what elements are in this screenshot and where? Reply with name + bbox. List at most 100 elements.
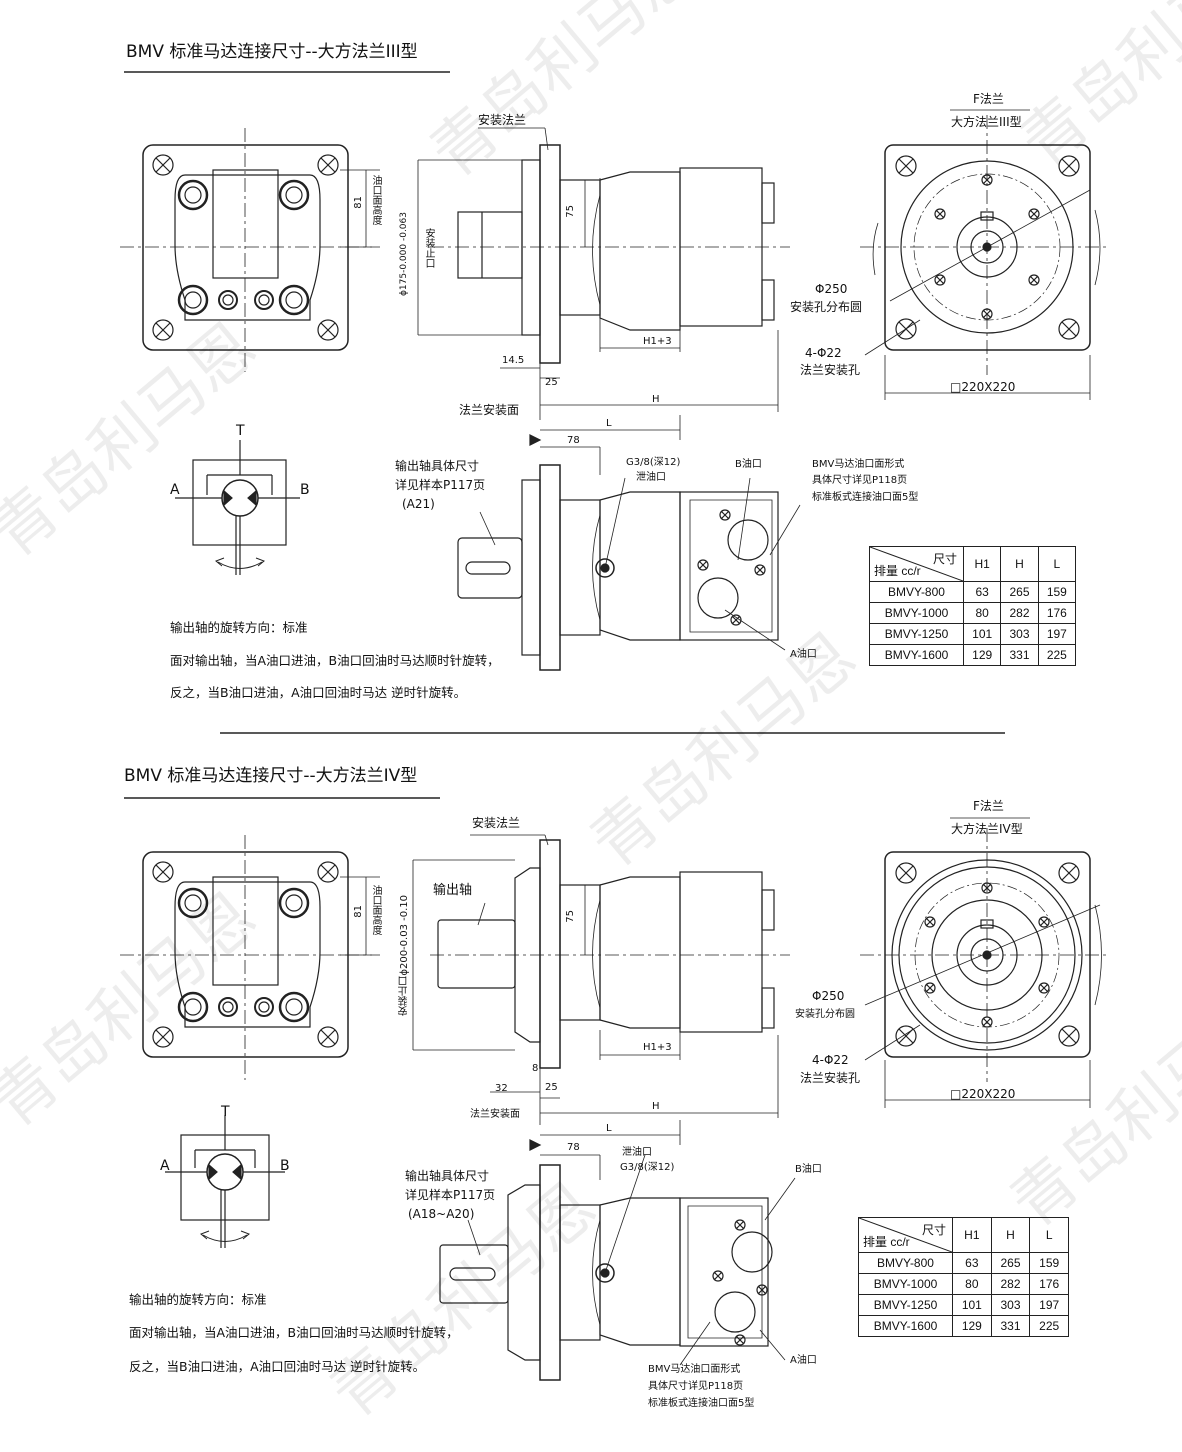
flange-type-label: 大方法兰IV型 — [951, 822, 1023, 836]
a-port-label: A油口 — [790, 649, 817, 660]
output-shaft-label: 输出轴 — [433, 883, 473, 898]
bolt-circle-label: 安装孔分布圆 — [790, 300, 863, 314]
diagonal-line — [870, 547, 963, 581]
rotation-note-3: 反之，当B油口进油，A油口回油时马达 逆时针旋转。 — [129, 1359, 426, 1374]
f-flange-label: F法兰 — [973, 92, 1004, 106]
header-disp: 排量 cc/r — [863, 1235, 910, 1249]
col-header: H1 — [952, 1217, 992, 1253]
side-view-1 — [417, 127, 790, 448]
dim-8: 8 — [532, 1063, 539, 1074]
table-row: BMVY-1250 101 303 197 — [869, 623, 1077, 645]
model: BMVY-1250 — [869, 623, 964, 645]
dim-81: 81 — [353, 196, 364, 209]
holes-desc: 法兰安装孔 — [800, 1071, 861, 1085]
cell: 101 — [952, 1294, 992, 1316]
drain-port-label: 泄油口 — [636, 472, 666, 483]
hydraulic-symbol-2 — [165, 1115, 285, 1248]
rotation-note-2: 面对输出轴，当A油口进油，B油口回油时马达顺时针旋转， — [170, 653, 500, 668]
model: BMVY-1600 — [869, 644, 964, 666]
cell: 303 — [1000, 623, 1039, 645]
cell: 331 — [990, 1315, 1031, 1337]
holes-desc: 法兰安装孔 — [800, 363, 861, 377]
phi250-label: Φ250 — [815, 282, 848, 296]
dim-L: L — [606, 1123, 612, 1134]
table-corner-header: 尺寸 排量 cc/r — [858, 1217, 953, 1253]
cell: 225 — [1037, 644, 1077, 666]
dim-L: L — [606, 418, 612, 429]
cell: 80 — [962, 602, 1002, 624]
rotation-note-1: 输出轴的旋转方向：标准 — [170, 620, 308, 635]
table-corner-header: 尺寸 排量 cc/r — [869, 546, 964, 582]
dim-14-5: 14.5 — [502, 355, 525, 366]
square-dim: □220X220 — [950, 380, 1016, 394]
mounting-flange-label: 安装法兰 — [478, 113, 527, 127]
b-port-label: B油口 — [735, 459, 762, 470]
rotation-note-1: 输出轴的旋转方向：标准 — [129, 1292, 267, 1307]
lower-view-1 — [457, 447, 801, 671]
diagonal-line — [859, 1218, 952, 1252]
port-note-3: 标准板式连接油口面5型 — [648, 1398, 755, 1409]
cell: 176 — [1029, 1273, 1069, 1295]
dim-h1: H1+3 — [643, 336, 672, 347]
shaft-note-1: 输出轴具体尺寸 — [395, 459, 480, 473]
dim-81: 81 — [353, 905, 364, 918]
port-note-1: BMV马达油口面形式 — [648, 1364, 741, 1375]
cell: 159 — [1037, 581, 1077, 603]
cell: 331 — [1000, 644, 1039, 666]
col-header: H1 — [962, 546, 1002, 582]
holes-label: 4-Φ22 — [812, 1053, 849, 1067]
flange-face-label: 法兰安装面 — [459, 403, 520, 417]
dim-175: ϕ175-0.000 -0.063 — [399, 212, 409, 297]
cell: 129 — [962, 644, 1002, 666]
cell: 63 — [962, 581, 1002, 603]
cell: 63 — [952, 1252, 992, 1274]
symbol-B: B — [280, 1158, 290, 1174]
dim-H: H — [652, 1101, 660, 1112]
drain-port-label: 泄油口 — [622, 1147, 652, 1158]
spec-table: 尺寸 排量 cc/r H1 H L BMVY-800 63 265 159 BM… — [869, 546, 1077, 666]
symbol-B: B — [300, 482, 310, 498]
shaft-note-1: 输出轴具体尺寸 — [405, 1169, 490, 1183]
port-note-2: 具体尺寸详见P118页 — [648, 1381, 744, 1392]
rotation-note-3: 反之，当B油口进油，A油口回油时马达 逆时针旋转。 — [170, 685, 467, 700]
flange-view-1 — [860, 109, 1110, 400]
header-dim: 尺寸 — [932, 552, 957, 566]
flange-type-label: 大方法兰III型 — [951, 115, 1022, 129]
cell: 101 — [962, 623, 1002, 645]
cell: 282 — [1000, 602, 1039, 624]
lower-view-2 — [439, 1154, 796, 1381]
b-port-label: B油口 — [795, 1164, 822, 1175]
model: BMVY-800 — [869, 581, 964, 603]
dim-25: 25 — [545, 377, 558, 388]
shaft-note-2: 详见样本P117页 — [405, 1188, 496, 1202]
model: BMVY-1000 — [858, 1273, 953, 1295]
oil-port-height-label: 油口面高度 — [370, 175, 381, 225]
rotation-note-2: 面对输出轴，当A油口进油，B油口回油时马达顺时针旋转， — [129, 1325, 459, 1340]
flange-view-2 — [860, 817, 1110, 1108]
col-header: L — [1037, 546, 1077, 582]
dim-75: 75 — [565, 910, 576, 923]
mounting-flange-label: 安装法兰 — [472, 816, 521, 830]
dim-75: 75 — [565, 205, 576, 218]
model: BMVY-1250 — [858, 1294, 953, 1316]
cell: 197 — [1029, 1294, 1069, 1316]
model: BMVY-800 — [858, 1252, 953, 1274]
spec-table: 尺寸 排量 cc/r H1 H L BMVY-800 63 265 159 BM… — [858, 1217, 1069, 1337]
symbol-T: T — [221, 1104, 230, 1120]
cell: 303 — [990, 1294, 1031, 1316]
dim-78: 78 — [567, 1142, 580, 1153]
dim-78: 78 — [567, 435, 580, 446]
section-title: BMV 标准马达连接尺寸--大方法兰III型 — [126, 42, 418, 62]
model: BMVY-1000 — [869, 602, 964, 624]
cell: 265 — [990, 1252, 1031, 1274]
side-view-2 — [412, 834, 790, 1156]
table-row: BMVY-800 63 265 159 — [869, 581, 1077, 603]
symbol-A: A — [160, 1158, 170, 1174]
cell: 80 — [952, 1273, 992, 1295]
table-row: BMVY-1000 80 282 176 — [858, 1273, 1069, 1295]
holes-label: 4-Φ22 — [805, 346, 842, 360]
square-dim: □220X220 — [950, 1087, 1016, 1101]
table-row: BMVY-1600 129 331 225 — [869, 644, 1077, 666]
port-note-2: 具体尺寸详见P118页 — [812, 475, 908, 486]
header-dim: 尺寸 — [921, 1223, 946, 1237]
